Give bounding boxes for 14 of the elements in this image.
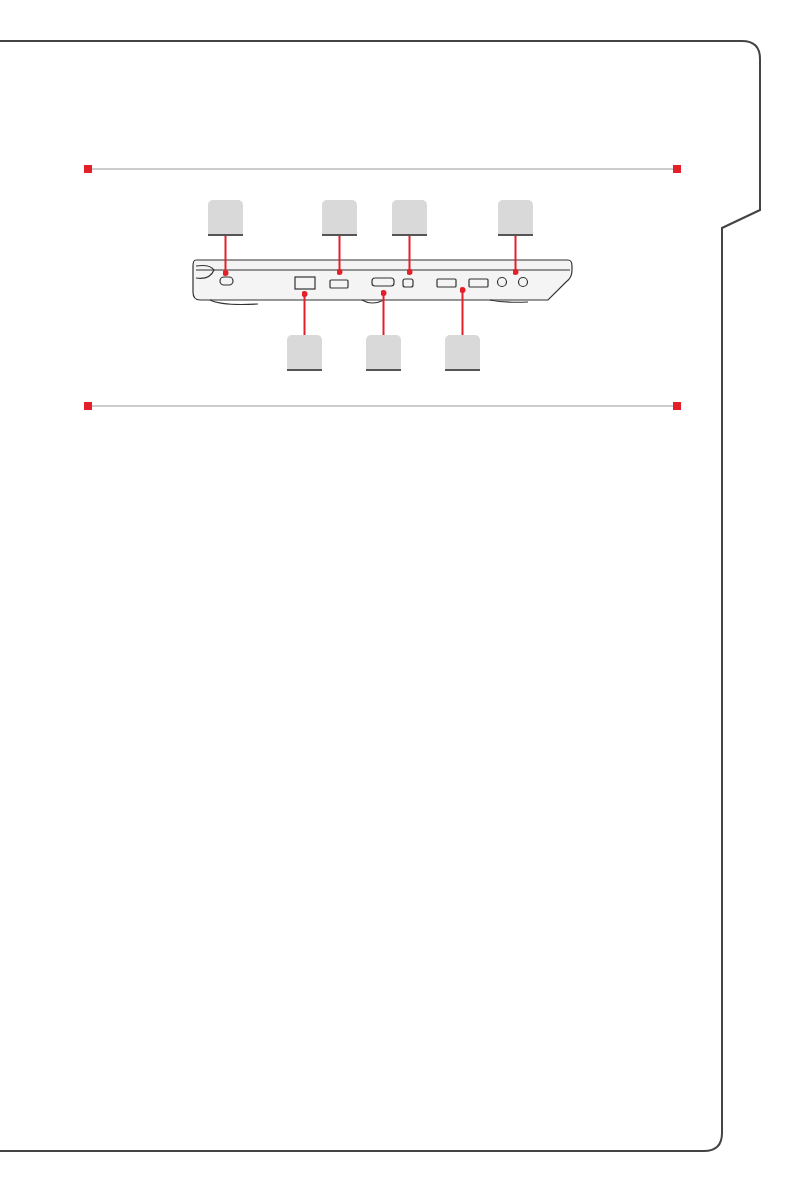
- callout-box: [208, 200, 243, 236]
- callout-box: [498, 200, 533, 236]
- callout-box: [322, 200, 357, 236]
- leader-line: [406, 235, 413, 275]
- callout-box: [392, 200, 427, 236]
- leader-line: [380, 290, 387, 336]
- leader-line: [222, 235, 229, 276]
- leader-line: [459, 287, 466, 336]
- leader-line: [336, 235, 343, 275]
- callout-box: [287, 335, 322, 371]
- leader-line: [512, 235, 519, 275]
- leader-line: [301, 291, 308, 336]
- callout-box: [366, 335, 401, 371]
- callout-box: [445, 335, 480, 371]
